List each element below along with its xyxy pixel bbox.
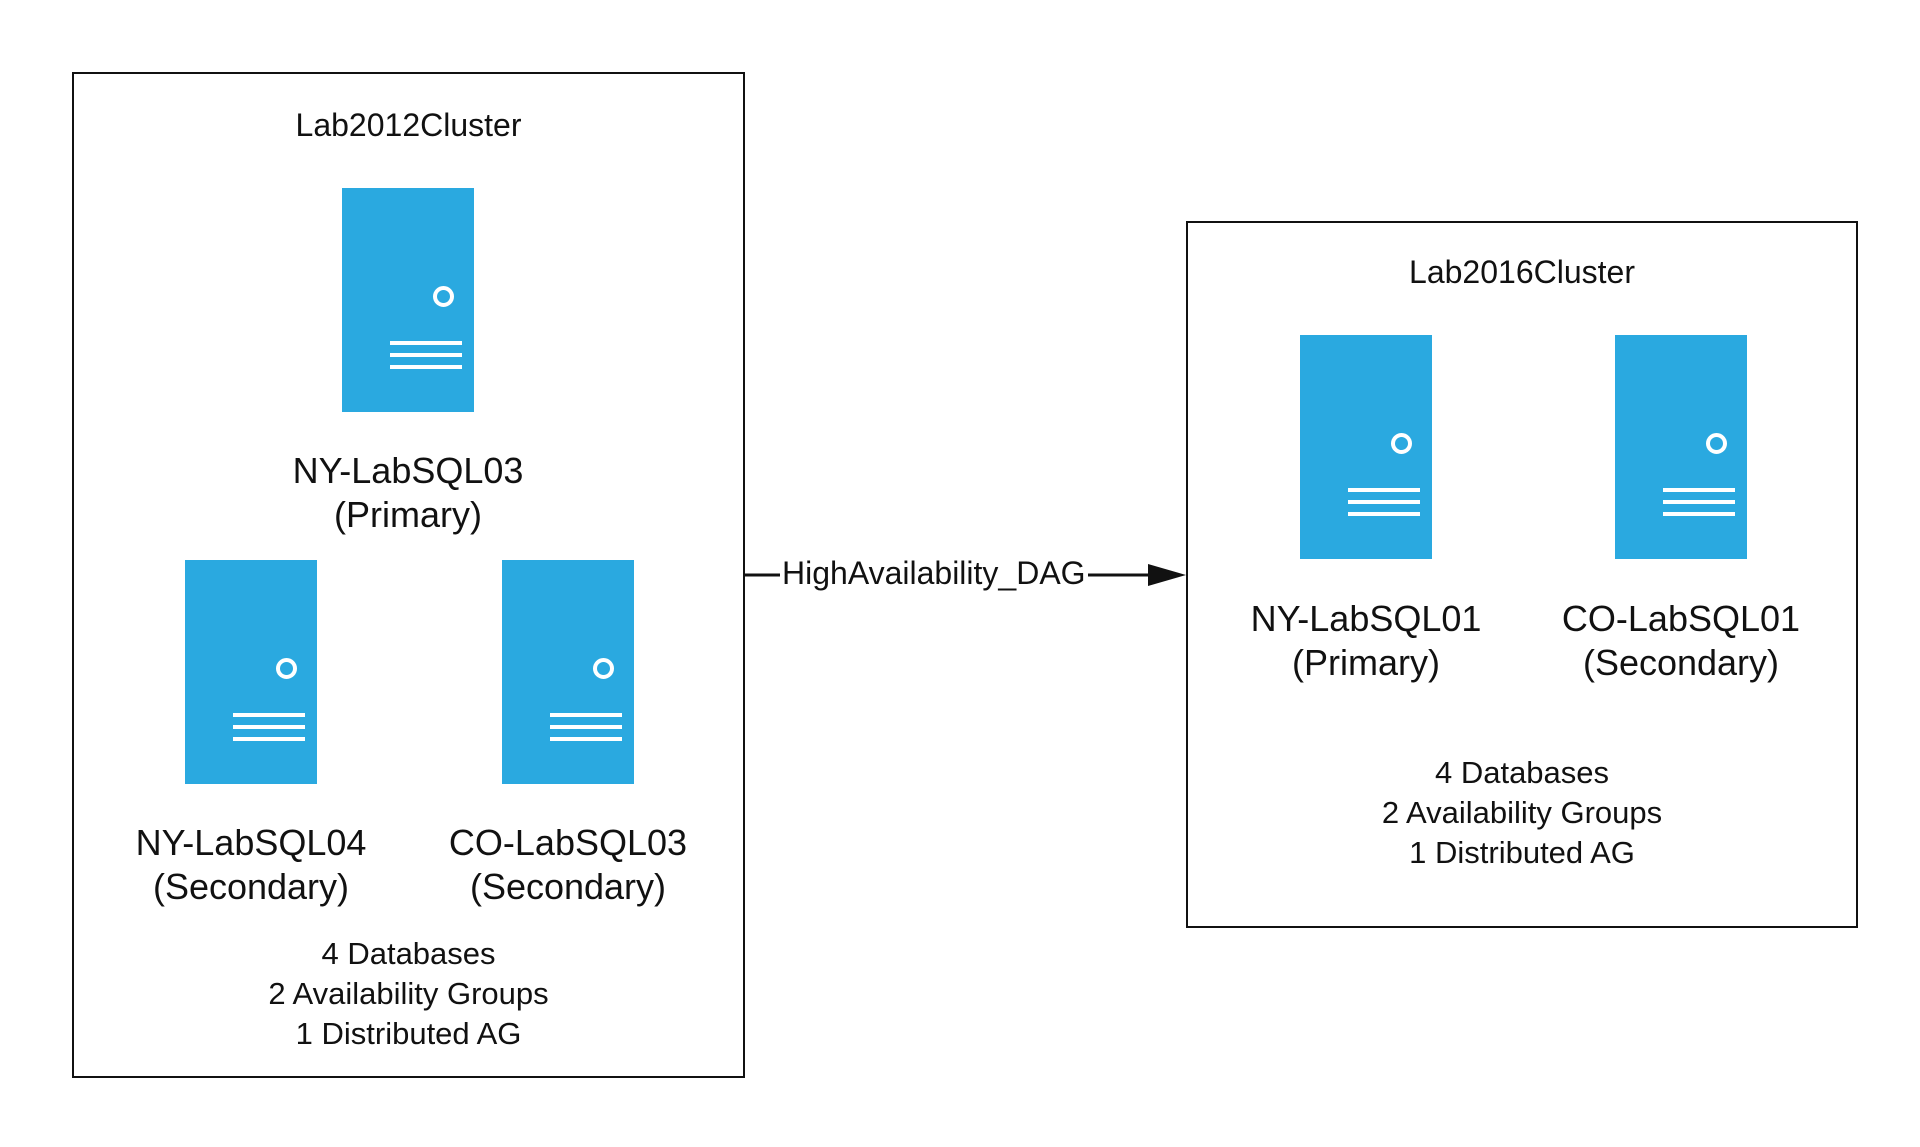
server-icon: [185, 560, 317, 784]
server-led-icon: [276, 658, 297, 679]
server-role: (Secondary): [1582, 642, 1780, 683]
connector-label: HighAvailability_DAG: [780, 554, 1088, 592]
server-icon: [1300, 335, 1432, 559]
server-label: CO-LabSQL01 (Secondary): [1521, 597, 1841, 685]
summary-line: 1 Distributed AG: [1409, 835, 1635, 870]
server-label: NY-LabSQL01 (Primary): [1206, 597, 1526, 685]
arrowhead-icon: [1148, 564, 1186, 586]
server-role: (Secondary): [152, 866, 350, 907]
server-role: (Primary): [334, 494, 482, 535]
server-led-icon: [1706, 433, 1727, 454]
server-name: NY-LabSQL01: [1250, 598, 1482, 639]
server-label: NY-LabSQL04 (Secondary): [91, 821, 411, 909]
server-led-icon: [593, 658, 614, 679]
server-name: NY-LabSQL03: [292, 450, 524, 491]
server-led-icon: [1391, 433, 1412, 454]
cluster-title: Lab2012Cluster: [295, 107, 522, 143]
cluster-summary: 4 Databases 2 Availability Groups 1 Dist…: [74, 934, 743, 1054]
cluster-lab2016: Lab2016Cluster NY-LabSQL01 (Primary) CO-…: [1186, 221, 1858, 928]
summary-line: 2 Availability Groups: [1381, 795, 1663, 830]
server-name: NY-LabSQL04: [135, 822, 367, 863]
server-role: (Secondary): [469, 866, 667, 907]
server-role: (Primary): [1292, 642, 1440, 683]
cluster-lab2012: Lab2012Cluster NY-LabSQL03 (Primary) NY-…: [72, 72, 745, 1078]
cluster-title: Lab2016Cluster: [1409, 254, 1635, 290]
server-icon: [1615, 335, 1747, 559]
server-icon: [342, 188, 474, 412]
summary-line: 4 Databases: [321, 936, 496, 971]
server-icon: [502, 560, 634, 784]
server-led-icon: [433, 286, 454, 307]
server-name: CO-LabSQL01: [1561, 598, 1801, 639]
cluster-summary: 4 Databases 2 Availability Groups 1 Dist…: [1188, 753, 1856, 873]
summary-line: 1 Distributed AG: [295, 1016, 522, 1051]
summary-line: 4 Databases: [1434, 755, 1610, 790]
server-label: CO-LabSQL03 (Secondary): [408, 821, 728, 909]
summary-line: 2 Availability Groups: [268, 976, 549, 1011]
server-label: NY-LabSQL03 (Primary): [248, 449, 568, 537]
server-name: CO-LabSQL03: [448, 822, 688, 863]
